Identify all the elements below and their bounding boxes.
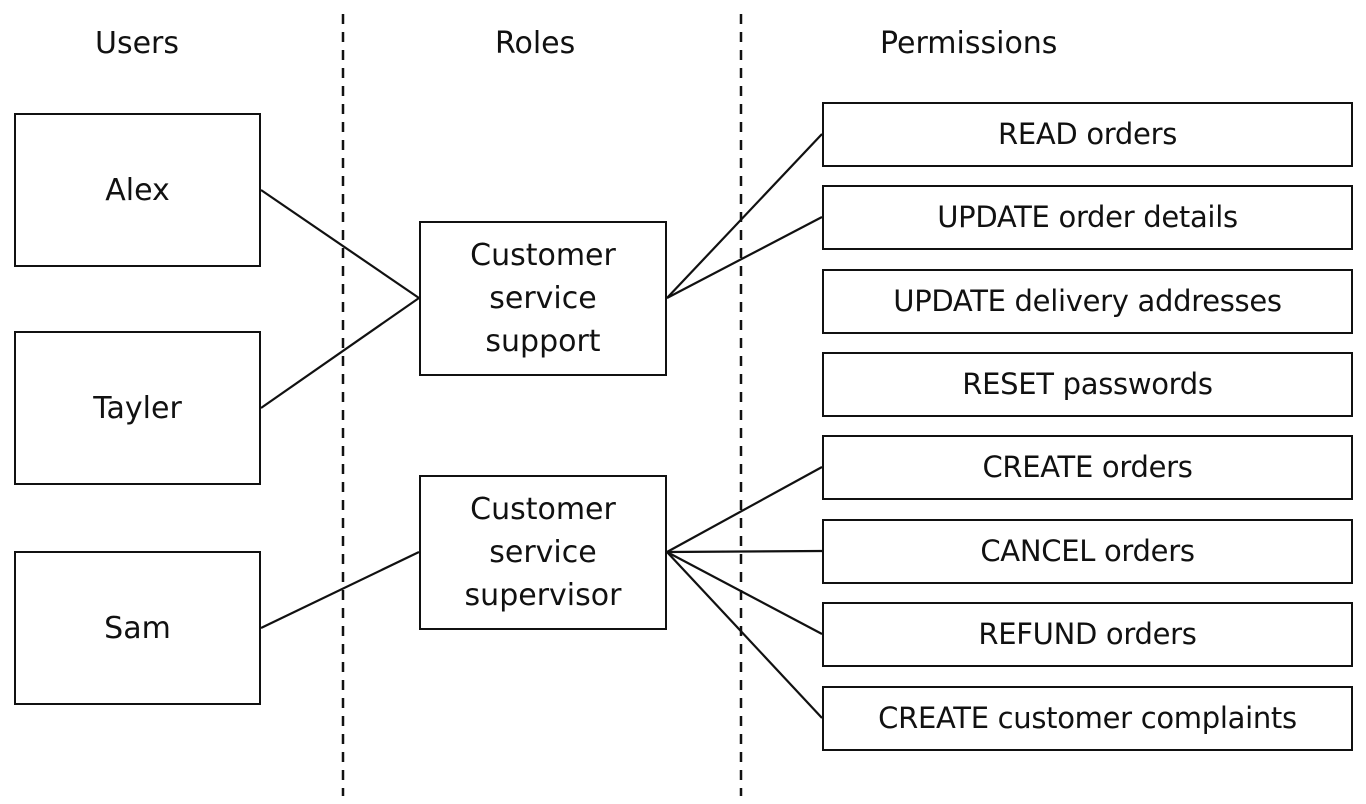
permission-label: RESET passwords [962,367,1213,401]
role-label: Customer service supervisor [464,492,622,613]
role-box-supervisor: Customer service supervisor [419,475,667,630]
permission-label: REFUND orders [978,617,1197,651]
edge-role-1-permission-5 [666,549,823,554]
edge-user-1-role-0 [260,297,420,409]
edge-role-1-permission-6 [666,551,823,635]
permission-label: CREATE customer complaints [878,701,1297,735]
permission-box-refund-orders: REFUND orders [822,602,1353,667]
permission-box-create-orders: CREATE orders [822,435,1353,500]
edge-user-2-role-1 [260,551,420,629]
edge-role-1-permission-7 [666,551,823,719]
header-users: Users [95,26,180,61]
user-label: Sam [104,610,171,646]
user-label: Alex [105,172,170,208]
permission-label: UPDATE delivery addresses [893,284,1282,318]
user-label: Tayler [93,390,182,426]
permission-box-update-order-details: UPDATE order details [822,185,1353,250]
edge-role-0-permission-0 [666,133,823,299]
role-label: Customer service support [470,238,616,359]
permission-box-reset-passwords: RESET passwords [822,352,1353,417]
user-box-alex: Alex [14,113,261,267]
permission-label: READ orders [998,117,1177,151]
permission-box-create-customer-complaints: CREATE customer complaints [822,686,1353,751]
permission-label: CREATE orders [982,450,1193,484]
header-roles: Roles [495,26,576,61]
header-permissions: Permissions [880,26,1058,61]
permission-box-cancel-orders: CANCEL orders [822,519,1353,584]
user-box-tayler: Tayler [14,331,261,485]
permission-box-update-delivery-addresses: UPDATE delivery addresses [822,269,1353,334]
edge-role-1-permission-4 [666,466,823,553]
role-box-support: Customer service support [419,221,667,376]
edge-role-0-permission-1 [666,216,823,299]
edge-user-0-role-0 [260,189,420,299]
edge-group [260,133,823,719]
permission-box-read-orders: READ orders [822,102,1353,167]
permission-label: CANCEL orders [980,534,1195,568]
permission-label: UPDATE order details [937,200,1238,234]
user-box-sam: Sam [14,551,261,705]
